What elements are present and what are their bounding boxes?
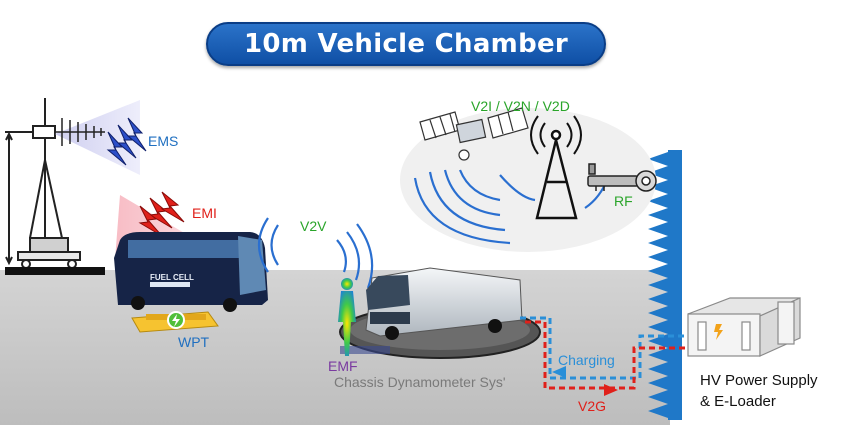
absorber-wall bbox=[648, 150, 682, 420]
satellite-icon bbox=[419, 107, 529, 161]
v2v-label: V2V bbox=[300, 218, 327, 234]
dyno-label: Chassis Dynamometer Sys' bbox=[334, 374, 506, 390]
log-periodic-antenna bbox=[55, 118, 105, 146]
v2v-waves-icon bbox=[257, 217, 374, 289]
absorber-cone bbox=[648, 208, 668, 222]
absorber-cone bbox=[648, 390, 668, 404]
absorber-cone bbox=[648, 180, 668, 194]
antenna-mast bbox=[5, 98, 81, 269]
absorber-cone bbox=[648, 292, 668, 306]
absorber-cone bbox=[648, 152, 668, 166]
emf-human-model bbox=[338, 278, 356, 356]
absorber-cone bbox=[648, 194, 668, 208]
absorber-cone bbox=[648, 362, 668, 376]
v2x-waves-icon bbox=[413, 169, 610, 245]
chamber-title: 10m Vehicle Chamber bbox=[243, 29, 569, 59]
hv-supply-label-line1: HV Power Supply bbox=[700, 372, 818, 389]
v2g-label: V2G bbox=[578, 398, 607, 414]
absorber-cone bbox=[648, 404, 668, 418]
charging-label: Charging bbox=[558, 352, 615, 368]
v2g-line bbox=[525, 320, 690, 390]
hv-power-supply-icon bbox=[687, 297, 801, 357]
emf-label: EMF bbox=[328, 358, 358, 374]
absorber-cone bbox=[648, 376, 668, 390]
wpt-label: WPT bbox=[178, 334, 210, 350]
v2g-arrow-icon bbox=[604, 384, 618, 396]
absorber-cone bbox=[648, 278, 668, 292]
test-truck bbox=[365, 267, 523, 340]
ems-label: EMS bbox=[148, 133, 179, 149]
cell-tower-icon bbox=[530, 115, 582, 220]
absorber-cone bbox=[648, 250, 668, 264]
v2x-cloud bbox=[400, 108, 656, 252]
emi-bolts-icon bbox=[138, 191, 185, 237]
rf-label: RF bbox=[614, 193, 633, 209]
absorber-cone bbox=[648, 222, 668, 236]
charging-line bbox=[520, 316, 690, 380]
absorber-cone bbox=[648, 264, 668, 278]
fuel-cell-bus: FUEL CELL bbox=[114, 232, 268, 312]
bus-logo-text: FUEL CELL bbox=[150, 273, 194, 282]
absorber-cone bbox=[648, 166, 668, 180]
wpt-pad bbox=[131, 311, 219, 333]
emi-label: EMI bbox=[192, 205, 217, 221]
charging-arrow-icon bbox=[552, 366, 566, 378]
absorber-cone bbox=[648, 348, 668, 362]
antenna-base-platform bbox=[5, 267, 105, 275]
chamber-title-banner: 10m Vehicle Chamber bbox=[206, 22, 606, 66]
hv-supply-label-line2: & E-Loader bbox=[700, 393, 776, 410]
key-icon bbox=[587, 163, 657, 192]
absorber-cone bbox=[648, 236, 668, 250]
v2x-label: V2I / V2N / V2D bbox=[471, 98, 570, 114]
chamber-floor bbox=[0, 270, 670, 425]
absorber-cone bbox=[648, 320, 668, 334]
absorber-cone bbox=[648, 306, 668, 320]
ems-bolts-icon bbox=[106, 117, 147, 166]
